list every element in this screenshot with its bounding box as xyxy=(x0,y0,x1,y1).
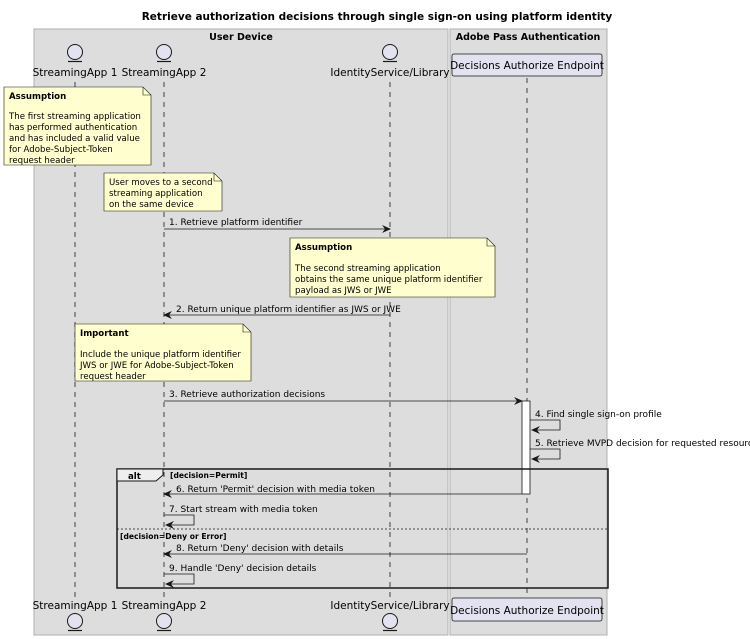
participant-endpoint-top: Decisions Authorize Endpoint xyxy=(450,53,604,77)
group-adobe-pass-label: Adobe Pass Authentication xyxy=(456,32,601,43)
group-adobe-pass: Adobe Pass Authentication xyxy=(449,28,608,636)
message-label: 8. Return 'Deny' decision with details xyxy=(176,544,344,554)
note-line: User moves to a second xyxy=(109,178,213,188)
note-line: for Adobe-Subject-Token xyxy=(9,145,113,155)
alt-guard-deny: [decision=Deny or Error] xyxy=(120,532,226,541)
message-2: 2. Return unique platform identifier as … xyxy=(163,305,401,319)
note-line: and has included a valid value xyxy=(9,134,140,144)
message-label: 2. Return unique platform identifier as … xyxy=(176,305,401,315)
participant-app2-top: StreamingApp 2 xyxy=(122,44,207,79)
entity-icon xyxy=(67,613,83,629)
endpoint-activation-bar xyxy=(521,400,531,495)
note-title: Assumption xyxy=(295,243,352,253)
note-line: has performed authentication xyxy=(9,123,137,133)
note-line: request header xyxy=(9,156,75,166)
note-line: obtains the same unique platform identif… xyxy=(295,275,483,285)
note-assumption-2: Assumption The second streaming applicat… xyxy=(289,237,496,298)
participant-app1-bottom: StreamingApp 1 xyxy=(33,600,118,632)
alt-fragment: alt [decision=Permit] [decision=Deny or … xyxy=(116,468,609,589)
note-line: request header xyxy=(80,372,146,382)
participant-endpoint-label: Decisions Authorize Endpoint xyxy=(450,60,604,72)
message-4: 4. Find single sign-on profile xyxy=(530,410,662,434)
participant-app1-top: StreamingApp 1 xyxy=(33,44,118,79)
entity-icon xyxy=(382,44,398,60)
note-line: JWS or JWE for Adobe-Subject-Token xyxy=(79,361,234,371)
participant-endpoint-label: Decisions Authorize Endpoint xyxy=(450,605,604,617)
note-important: Important Include the unique platform id… xyxy=(74,323,252,382)
message-label: 7. Start stream with media token xyxy=(169,505,318,515)
note-line: Include the unique platform identifier xyxy=(80,350,241,360)
participant-endpoint-bottom: Decisions Authorize Endpoint xyxy=(450,597,604,622)
entity-icon xyxy=(67,44,83,60)
note-user-moves: User moves to a second streaming applica… xyxy=(103,172,223,212)
participant-identity-label: IdentityService/Library xyxy=(330,67,449,79)
note-assumption-1: Assumption The first streaming applicati… xyxy=(3,86,152,166)
entity-icon xyxy=(156,613,172,629)
participant-app1-label: StreamingApp 1 xyxy=(33,67,118,79)
note-line: The first streaming application xyxy=(8,112,141,122)
entity-icon xyxy=(382,613,398,629)
group-user-device-label: User Device xyxy=(209,32,273,43)
message-label: 4. Find single sign-on profile xyxy=(535,410,662,420)
message-6: 6. Return 'Permit' decision with media t… xyxy=(163,485,522,498)
message-9: 9. Handle 'Deny' decision details xyxy=(164,564,317,588)
message-label: 3. Retrieve authorization decisions xyxy=(169,390,325,400)
participant-identity-bottom: IdentityService/Library xyxy=(330,600,450,632)
lifelines xyxy=(74,78,528,598)
note-title: Assumption xyxy=(9,92,66,102)
participant-identity-label: IdentityService/Library xyxy=(330,600,449,612)
note-title: Important xyxy=(80,329,129,339)
message-label: 6. Return 'Permit' decision with media t… xyxy=(176,485,375,495)
alt-keyword: alt xyxy=(128,472,141,482)
note-line: payload as JWS or JWE xyxy=(295,286,392,296)
note-line: streaming application xyxy=(109,189,203,199)
message-label: 1. Retrieve platform identifier xyxy=(169,218,303,228)
diagram-title: Retrieve authorization decisions through… xyxy=(142,11,613,23)
participant-app2-label: StreamingApp 2 xyxy=(122,67,207,79)
message-1: 1. Retrieve platform identifier xyxy=(164,218,391,233)
participant-app2-label: StreamingApp 2 xyxy=(122,600,207,612)
note-line: on the same device xyxy=(109,200,194,210)
message-label: 9. Handle 'Deny' decision details xyxy=(169,564,317,574)
entity-icon xyxy=(156,44,172,60)
message-5: 5. Retrieve MVPD decision for requested … xyxy=(530,439,750,463)
message-8: 8. Return 'Deny' decision with details xyxy=(163,544,527,558)
note-line: The second streaming application xyxy=(294,264,441,274)
participant-app1-label: StreamingApp 1 xyxy=(33,600,118,612)
message-label: 5. Retrieve MVPD decision for requested … xyxy=(535,439,750,449)
participant-app2-bottom: StreamingApp 2 xyxy=(122,600,207,632)
alt-guard-permit: [decision=Permit] xyxy=(170,471,247,480)
participant-identity-top: IdentityService/Library xyxy=(330,44,450,79)
message-7: 7. Start stream with media token xyxy=(164,505,318,529)
message-3: 3. Retrieve authorization decisions xyxy=(164,390,523,405)
